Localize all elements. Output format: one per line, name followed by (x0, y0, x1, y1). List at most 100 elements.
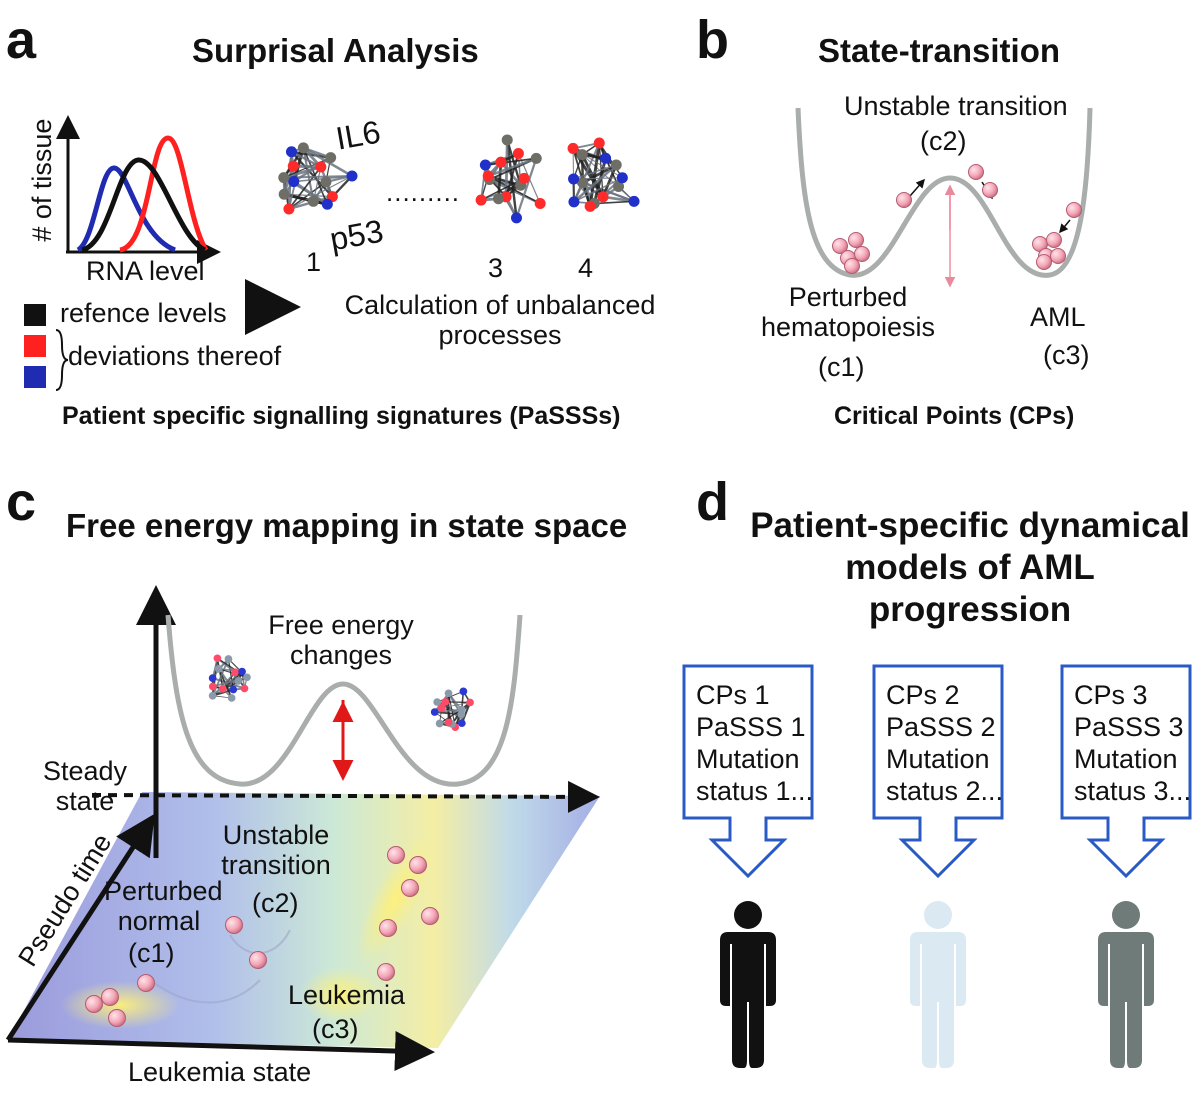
cell (225, 916, 243, 934)
network-node (208, 682, 217, 691)
network-node (600, 152, 612, 164)
network-node (320, 176, 332, 188)
network-node (628, 195, 640, 207)
cell (1036, 254, 1052, 270)
network-node (288, 176, 300, 188)
panel-d-title: Patient-specific dynamical models of AML… (750, 506, 1190, 629)
label-unstable-code-c: (c2) (252, 888, 299, 918)
box-2-passs: PaSSS 2 (886, 711, 996, 742)
legend-deviations-label: deviations thereof (68, 341, 282, 371)
label-leukemia-code: (c3) (312, 1014, 359, 1044)
network-node (430, 708, 439, 716)
panel-c-small-network-right (430, 687, 474, 732)
gene-label-il6: IL6 (333, 113, 384, 157)
callout-box-1 (682, 664, 814, 879)
network-ellipsis: ......... (386, 177, 461, 207)
steady-state-dashed-line (91, 780, 600, 813)
network-node (475, 194, 487, 206)
network-number-3: 3 (488, 253, 504, 283)
cell (137, 974, 155, 992)
network-node (457, 705, 466, 714)
network-node (482, 170, 494, 182)
network-node (243, 673, 251, 682)
network-node (518, 172, 530, 184)
network-node (458, 719, 466, 728)
box-1-mutation: Mutation (696, 743, 800, 774)
network-node (567, 142, 579, 154)
cell (896, 192, 912, 208)
network-node (616, 172, 628, 184)
box-2-status: status 2... (886, 775, 1004, 806)
network-node (459, 687, 468, 696)
cell (85, 995, 103, 1013)
network-node (610, 159, 622, 171)
label-free-energy-changes: Free energy changes (268, 610, 414, 671)
network-node (325, 152, 337, 164)
network-node (597, 191, 609, 203)
network-node (593, 137, 605, 149)
cell (409, 856, 427, 874)
network-3 (475, 134, 546, 224)
calculation-label: Calculation of unbalanced processes (344, 290, 656, 351)
panel-c-title: Free energy mapping in state space (66, 507, 628, 544)
panel-letter-b: b (696, 10, 729, 70)
label-leukemia: Leukemia (288, 980, 406, 1010)
panel-b-footer: Critical Points (CPs) (834, 402, 1075, 430)
panel-b-title: State-transition (818, 32, 1061, 69)
cell (387, 846, 405, 864)
panel-letter-d: d (696, 472, 729, 532)
network-node (218, 684, 227, 693)
cell (377, 963, 395, 981)
legend-swatch-red (24, 335, 46, 357)
panel-c-cells (85, 846, 439, 1027)
network-node (224, 655, 233, 663)
label-unstable-transition-c: Unstable transition (221, 820, 331, 881)
network-node (568, 196, 580, 208)
network-node (492, 193, 504, 205)
network-node (208, 691, 217, 700)
network-node (433, 698, 442, 706)
cell (1046, 232, 1062, 248)
network-node (287, 160, 299, 172)
network-node (479, 159, 491, 171)
network-node (321, 198, 333, 210)
person-icon-2 (910, 901, 966, 1068)
label-leukemia-state-axis: Leukemia state (128, 1057, 312, 1087)
label-aml: AML (1030, 302, 1086, 332)
network-node (307, 195, 319, 207)
box-2-mutation: Mutation (886, 743, 990, 774)
network-node (346, 170, 358, 182)
box-1-passs: PaSSS 1 (696, 711, 806, 742)
red-distribution-curve (119, 135, 209, 253)
box-1-cps: CPs 1 (696, 680, 770, 710)
cell (844, 258, 860, 274)
network-node (437, 704, 446, 712)
network-node (297, 142, 309, 154)
panel-a-y-axis-label: # of tissue (26, 118, 57, 242)
box-1-status: status 1... (696, 775, 814, 806)
label-unstable-transition-b: Unstable transition (844, 91, 1068, 121)
leukemia-state-axis (7, 1031, 435, 1071)
network-node (213, 654, 222, 663)
network-node (285, 146, 297, 158)
network-node (435, 719, 444, 728)
callout-box-2 (872, 664, 1004, 879)
panel-b-energy-well (795, 107, 1093, 288)
network-4 (567, 137, 640, 212)
panel-a-legend-swatches (24, 304, 69, 391)
panel-a-footer: Patient specific signalling signatures (… (62, 402, 621, 430)
network-node (568, 173, 580, 185)
network-node (501, 134, 513, 146)
cell (1050, 248, 1066, 264)
cell (1066, 202, 1082, 218)
black-distribution-curve (81, 157, 207, 253)
person-icon-3 (1098, 901, 1154, 1068)
cell (108, 1009, 126, 1027)
network-node (229, 685, 238, 694)
network-node (576, 149, 588, 161)
panel-a-distribution-plot (56, 115, 221, 264)
cell (832, 238, 848, 254)
panel-b-cells (832, 164, 1082, 274)
label-perturbed-normal: Perturbed normal (104, 876, 223, 937)
legend-swatch-blue (24, 366, 46, 388)
